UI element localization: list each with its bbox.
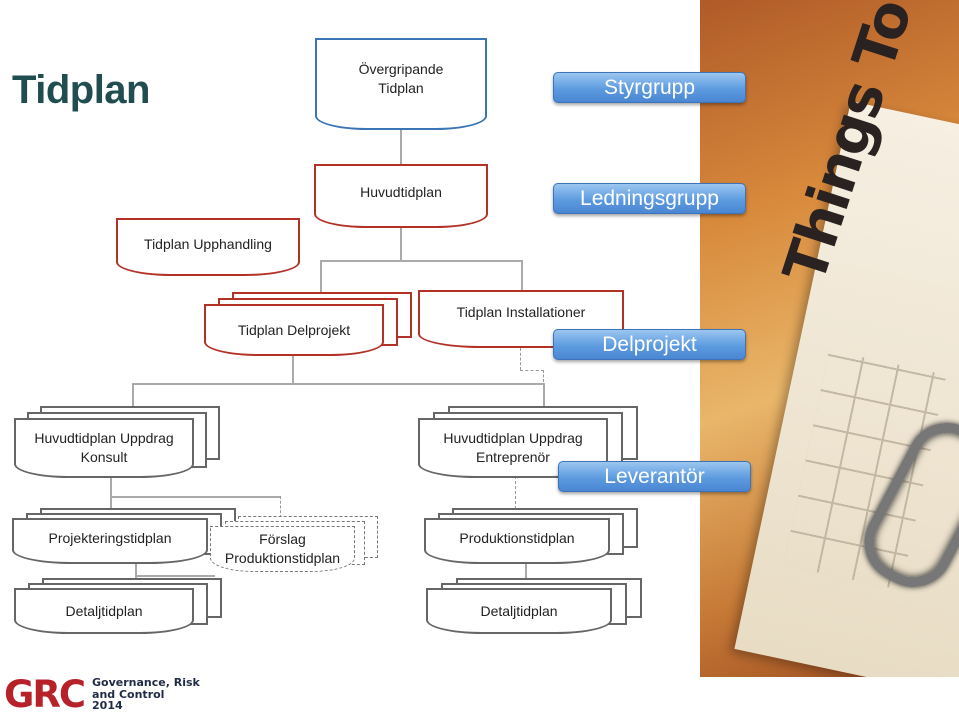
connector (132, 383, 134, 407)
logo-line: and Control (92, 687, 165, 701)
connector (110, 476, 112, 514)
box-label: Övergripande Tidplan (358, 61, 444, 96)
box-label: Tidplan Delprojekt (237, 321, 351, 338)
box-huvudtidplan: Huvudtidplan (314, 164, 488, 228)
box-label: Förslag Produktionstidplan (224, 531, 341, 566)
box-label: Huvudtidplan (360, 183, 442, 200)
connector (110, 496, 280, 498)
connector (521, 260, 523, 292)
connector (132, 383, 544, 385)
logo-line: 2014 (92, 699, 123, 713)
label-ledningsgrupp: Ledningsgrupp (553, 183, 746, 214)
box-label: Tidplan Installationer (456, 303, 586, 320)
box-overgripande-tidplan: Övergripande Tidplan (315, 38, 487, 130)
box-label: Projekteringstidplan (48, 529, 172, 546)
connector (320, 260, 322, 296)
box-projekteringstidplan: Projekteringstidplan (12, 518, 208, 564)
grc-logo: GRC Governance, Risk and Control 2014 (4, 676, 200, 713)
dashed-connector (280, 496, 281, 518)
connector (525, 560, 527, 590)
box-label: Detaljtidplan (65, 602, 143, 619)
label-leverantor: Leverantör (558, 461, 751, 492)
connector (292, 352, 294, 384)
connector (320, 260, 522, 262)
label-styrgrupp: Styrgrupp (553, 72, 746, 103)
box-label: Huvudtidplan Uppdrag Konsult (34, 430, 174, 465)
box-label: Produktionstidplan (459, 529, 575, 546)
page-title: Tidplan (12, 68, 150, 112)
connector (400, 130, 402, 166)
box-produktionstidplan: Produktionstidplan (424, 518, 610, 564)
dashed-connector (520, 370, 544, 371)
dashed-connector (520, 348, 521, 370)
dashed-connector (515, 476, 516, 514)
connector (135, 575, 215, 577)
box-forslag-produktionstidplan: Förslag Produktionstidplan (210, 526, 355, 572)
box-huvudtidplan-konsult: Huvudtidplan Uppdrag Konsult (14, 418, 194, 478)
box-label: Huvudtidplan Uppdrag Entreprenör (443, 430, 583, 465)
box-detaljtidplan-left: Detaljtidplan (14, 588, 194, 634)
grc-logo-mark: GRC (4, 673, 86, 716)
logo-line: Governance, Risk (92, 676, 200, 690)
grc-logo-subtitle: Governance, Risk and Control 2014 (92, 677, 200, 712)
dashed-connector (543, 370, 544, 382)
box-label: Detaljtidplan (480, 602, 558, 619)
box-tidplan-delprojekt: Tidplan Delprojekt (204, 304, 384, 356)
connector (543, 383, 545, 409)
box-tidplan-upphandling: Tidplan Upphandling (116, 218, 300, 276)
box-detaljtidplan-right: Detaljtidplan (426, 588, 612, 634)
label-delprojekt: Delprojekt (553, 329, 746, 360)
connector (400, 228, 402, 260)
box-label: Tidplan Upphandling (144, 235, 272, 252)
